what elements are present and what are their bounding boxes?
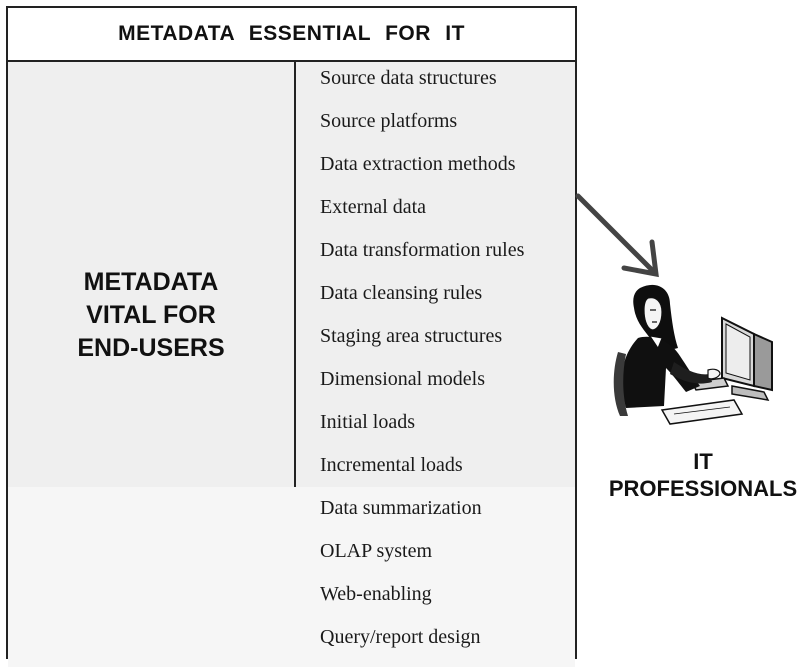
list-item: Web-enabling — [320, 583, 432, 605]
list-item: Data cleansing rules — [320, 282, 483, 304]
list-item: Source data structures — [320, 67, 497, 89]
metadata-table: METADATA ESSENTIAL FOR IT METADATA VITAL… — [6, 6, 577, 667]
it-professionals-label: IT PROFESSIONALS — [608, 448, 798, 502]
list-item: Initial loads — [320, 411, 415, 433]
down-right-arrow-icon — [575, 193, 659, 278]
it-metadata-region — [8, 62, 575, 487]
list-item: Data summarization — [320, 497, 482, 519]
table-title: METADATA ESSENTIAL FOR IT — [8, 8, 575, 62]
list-item: Dimensional models — [320, 368, 485, 390]
divider-line — [294, 62, 296, 487]
end-users-line-1: METADATA — [83, 268, 219, 296]
it-professionals-line-1: IT — [693, 449, 713, 474]
it-professionals-line-2: PROFESSIONALS — [608, 476, 798, 501]
list-item: Source platforms — [320, 110, 458, 132]
list-item: Data transformation rules — [320, 239, 525, 261]
woman-at-computer-icon — [613, 284, 773, 425]
end-users-line-3: END-USERS — [77, 334, 225, 362]
list-item: External data — [320, 196, 427, 218]
end-users-label: METADATA VITAL FOR END-USERS — [8, 266, 294, 365]
list-item: Incremental loads — [320, 454, 463, 476]
metadata-item-list: Source data structures Source platforms … — [320, 63, 524, 665]
list-item: Staging area structures — [320, 325, 503, 347]
end-users-line-2: VITAL FOR — [86, 301, 216, 329]
lower-region — [8, 487, 575, 667]
list-item: OLAP system — [320, 540, 433, 562]
list-item: Data extraction methods — [320, 153, 516, 175]
list-item: Query/report design — [320, 626, 481, 648]
